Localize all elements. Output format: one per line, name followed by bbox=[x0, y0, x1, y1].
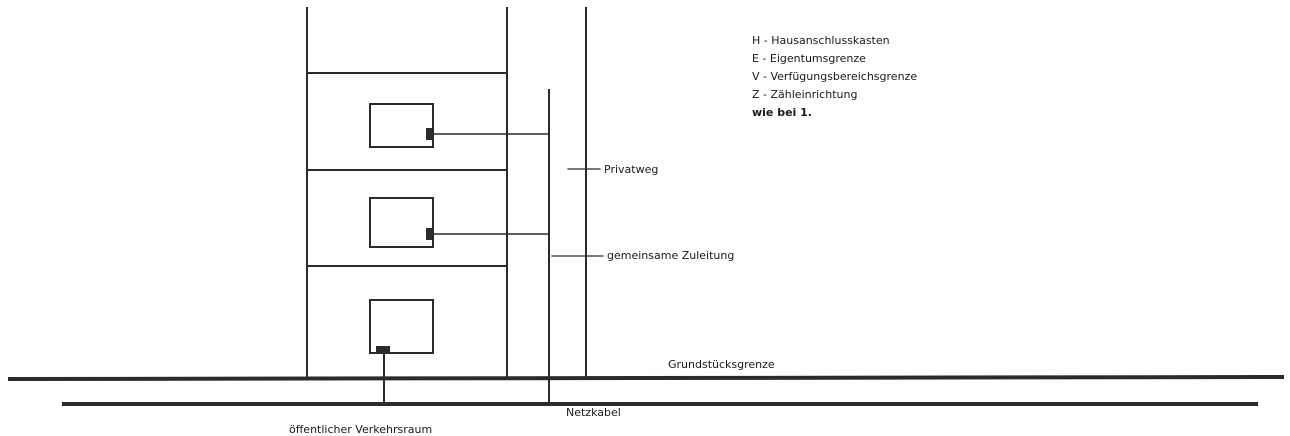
legend-note: wie bei 1. bbox=[752, 106, 812, 119]
grundstuecksgrenze-line bbox=[7, 374, 1285, 382]
legend-item-z: Z - Zähleinrichtung bbox=[752, 88, 858, 101]
legend: H - Hausanschlusskasten E - Eigentumsgre… bbox=[752, 32, 917, 122]
meter-box-top bbox=[369, 103, 434, 148]
legend-item-h: H - Hausanschlusskasten bbox=[752, 34, 890, 47]
privatweg-label: Privatweg bbox=[604, 163, 659, 176]
legend-item-e: E - Eigentumsgrenze bbox=[752, 52, 866, 65]
meter-box-middle bbox=[369, 197, 434, 248]
connection-box-top bbox=[426, 128, 432, 140]
legend-item-v: V - Verfügungsbereichsgrenze bbox=[752, 70, 918, 83]
verkehrsraum-label: öffentlicher Verkehrsraum bbox=[289, 423, 433, 436]
connection-box-middle bbox=[426, 228, 432, 240]
connection-box-bottom bbox=[376, 346, 390, 352]
netzkabel-label: Netzkabel bbox=[566, 406, 621, 419]
zuleitung-label: gemeinsame Zuleitung bbox=[607, 249, 735, 262]
grundstuecksgrenze-label: Grundstücksgrenze bbox=[668, 358, 775, 371]
meter-box-bottom bbox=[369, 299, 434, 354]
